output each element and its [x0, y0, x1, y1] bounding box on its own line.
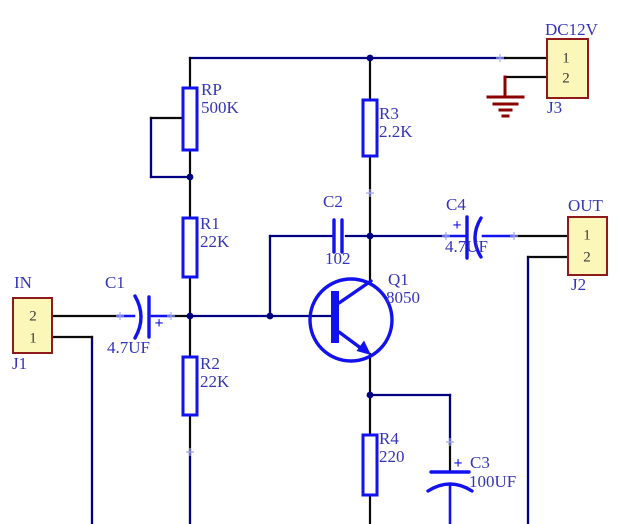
- connector-j2[interactable]: [567, 216, 608, 276]
- c1-val: 4.7UF: [107, 338, 150, 357]
- emitter-arrow-icon: [356, 340, 371, 355]
- c3-val: 100UF: [469, 472, 517, 491]
- connector-j3-ref: J3: [547, 98, 563, 117]
- transistor-q1[interactable]: [308, 277, 394, 363]
- c4-val: 4.7UF: [445, 237, 488, 256]
- r1-ref: R1: [200, 214, 220, 233]
- connector-j1-ref: J1: [12, 354, 28, 373]
- c3-plus: +: [453, 455, 463, 472]
- r3-ref: R3: [379, 104, 399, 123]
- j1-pin-2: 2: [29, 308, 37, 325]
- connector-j1[interactable]: [12, 297, 53, 354]
- c3-ref: C3: [470, 453, 490, 472]
- resistor-r2[interactable]: [181, 355, 199, 417]
- c4-ref: C4: [446, 195, 466, 214]
- connector-j3-title: DC12V: [545, 20, 598, 39]
- connector-j1-title: IN: [14, 273, 32, 292]
- c2-val: 102: [325, 249, 351, 268]
- r4-ref: R4: [379, 429, 399, 448]
- q1-val: 8050: [386, 288, 420, 307]
- c4-plus: +: [452, 217, 462, 234]
- grid-ticks: [116, 54, 518, 456]
- q1-ref: Q1: [388, 270, 409, 289]
- rp-val: 500K: [201, 98, 239, 117]
- junction-dots: [186, 54, 374, 399]
- c1-plus: +: [154, 315, 164, 332]
- connector-j2-ref: J2: [571, 275, 587, 294]
- r2-ref: R2: [200, 354, 220, 373]
- j1-pin-1: 1: [29, 330, 37, 347]
- capacitor-c2[interactable]: [332, 218, 344, 254]
- ground-icon: [486, 75, 525, 118]
- pins: [50, 56, 570, 524]
- j2-pin-1: 1: [583, 227, 591, 244]
- capacitor-leads: [116, 234, 514, 524]
- connector-j2-title: OUT: [568, 196, 603, 215]
- r1-val: 22K: [200, 232, 230, 251]
- j3-pin-1: 1: [562, 50, 570, 67]
- connector-j3[interactable]: [546, 38, 589, 99]
- r2-val: 22K: [200, 372, 230, 391]
- r3-val: 2.2K: [379, 122, 413, 141]
- j2-pin-2: 2: [583, 249, 591, 266]
- resistor-r4[interactable]: [361, 433, 379, 497]
- resistor-r3[interactable]: [361, 98, 379, 158]
- resistor-r1[interactable]: [181, 216, 199, 279]
- potentiometer-rp[interactable]: [181, 86, 199, 152]
- c2-ref: C2: [323, 192, 343, 211]
- rp-ref: RP: [201, 80, 222, 99]
- wires: [90, 56, 530, 524]
- capacitor-c4[interactable]: [465, 215, 483, 260]
- j3-pin-2: 2: [562, 70, 570, 87]
- capacitor-c1[interactable]: [133, 294, 151, 340]
- capacitor-c3[interactable]: [426, 470, 474, 493]
- c1-ref: C1: [105, 273, 125, 292]
- r4-val: 220: [379, 447, 405, 466]
